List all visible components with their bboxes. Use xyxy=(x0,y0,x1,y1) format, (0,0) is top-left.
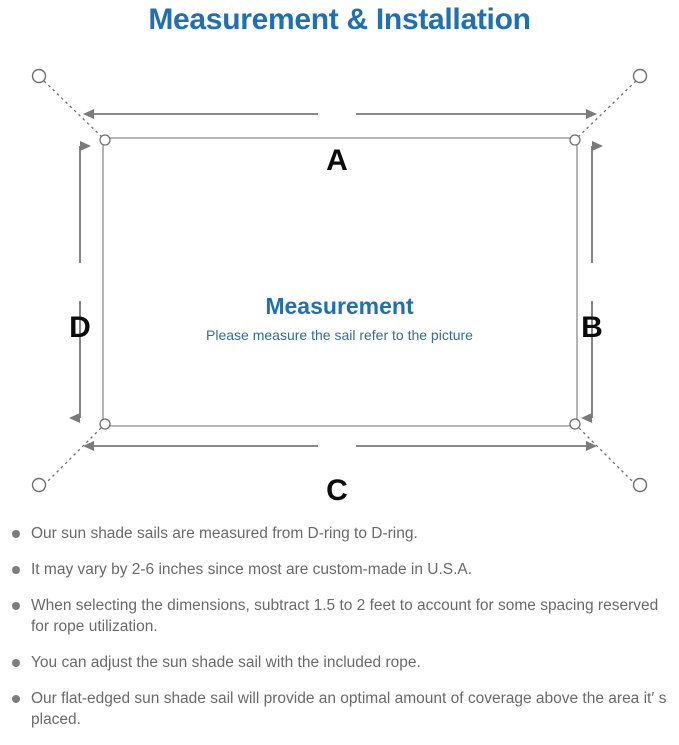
list-item: When selecting the dimensions, subtract … xyxy=(0,595,679,637)
d-rings xyxy=(99,134,581,430)
list-item-text: Our sun shade sails are measured from D-… xyxy=(31,525,418,542)
diagram-center-subtitle: Please measure the sail refer to the pic… xyxy=(206,327,473,343)
dimension-label-b: B xyxy=(581,311,603,344)
list-item-text: When selecting the dimensions, subtract … xyxy=(31,597,659,635)
anchor-rings xyxy=(31,68,648,493)
list-item: Our sun shade sails are measured from D-… xyxy=(0,523,679,544)
list-item-text: It may vary by 2-6 inches since most are… xyxy=(31,561,473,578)
page-title: Measurement & Installation xyxy=(148,3,531,36)
d-ring-top-right xyxy=(569,134,581,146)
list-item: It may vary by 2-6 inches since most are… xyxy=(0,559,679,580)
rope-line-top-right xyxy=(576,80,637,139)
dimension-label-c: C xyxy=(326,474,348,507)
list-item: You can adjust the sun shade sail with t… xyxy=(0,652,679,673)
anchor-ring-top-left xyxy=(31,68,47,84)
anchor-ring-top-right xyxy=(632,68,648,84)
dimension-label-a: A xyxy=(326,144,348,177)
d-ring-top-left xyxy=(99,134,111,146)
sail-panel xyxy=(102,137,578,427)
list-item-text: You can adjust the sun shade sail with t… xyxy=(31,654,421,671)
anchor-ring-bottom-right xyxy=(632,477,648,493)
measurement-diagram: A B C D Measurement Please measure the s… xyxy=(0,48,679,518)
bullet-icon xyxy=(12,659,20,667)
diagram-svg xyxy=(31,68,648,493)
bullet-icon xyxy=(12,566,20,574)
list-item: Our flat-edged sun shade sail will provi… xyxy=(0,688,679,730)
bullet-icon xyxy=(12,602,20,610)
d-ring-bottom-right xyxy=(569,418,581,430)
diagram-center-title: Measurement xyxy=(265,293,414,319)
rope-lines xyxy=(43,80,637,486)
notes-list: Our sun shade sails are measured from D-… xyxy=(0,523,679,745)
bullet-icon xyxy=(12,530,20,538)
rope-line-top-left xyxy=(43,80,104,139)
bullet-icon xyxy=(12,695,20,703)
rope-line-bottom-left xyxy=(43,425,104,486)
d-ring-bottom-left xyxy=(99,418,111,430)
rope-line-bottom-right xyxy=(576,425,637,486)
dimension-label-d: D xyxy=(69,311,91,344)
list-item-text: Our flat-edged sun shade sail will provi… xyxy=(31,690,667,728)
anchor-ring-bottom-left xyxy=(31,477,47,493)
